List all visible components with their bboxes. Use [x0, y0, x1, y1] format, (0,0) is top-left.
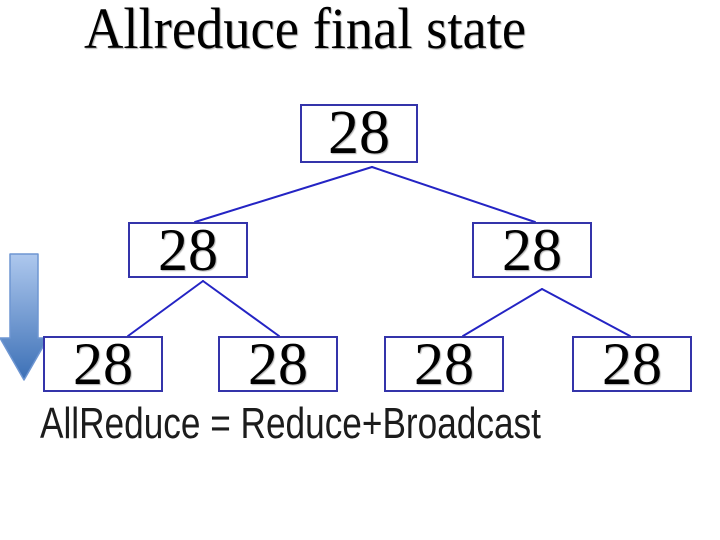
tree-node-root: 28: [300, 99, 418, 167]
page-title: Allreduce final state: [84, 0, 554, 61]
tree-node-value: 28: [73, 330, 133, 397]
tree-node-leaf-4: 28: [572, 331, 692, 397]
tree-node-value: 28: [328, 99, 390, 167]
tree-edge-left-leaf2: [202, 280, 280, 337]
tree-node-value: 28: [158, 216, 218, 283]
tree-node-value: 28: [248, 330, 308, 397]
tree-edge-root-right: [371, 166, 536, 223]
tree-edge-root-left: [194, 166, 373, 223]
tree-node-right: 28: [472, 217, 592, 283]
tree-node-value: 28: [502, 216, 562, 283]
tree-node-leaf-2: 28: [218, 331, 338, 397]
slide-caption: AllReduce = Reduce+Broadcast: [40, 399, 666, 449]
tree-node-left: 28: [128, 217, 248, 283]
tree-node-value: 28: [602, 330, 662, 397]
tree-node-leaf-1: 28: [43, 331, 163, 397]
tree-node-value: 28: [414, 330, 474, 397]
tree-edge-left-leaf1: [127, 280, 204, 337]
slide-caption-text: AllReduce = Reduce+Broadcast: [40, 399, 541, 448]
tree-node-leaf-3: 28: [384, 331, 504, 397]
down-arrow-shape: [0, 253, 49, 381]
tree-edge-right-leaf3: [462, 288, 543, 337]
page-title-text: Allreduce final state: [84, 0, 527, 61]
down-arrow-icon: [0, 253, 49, 381]
